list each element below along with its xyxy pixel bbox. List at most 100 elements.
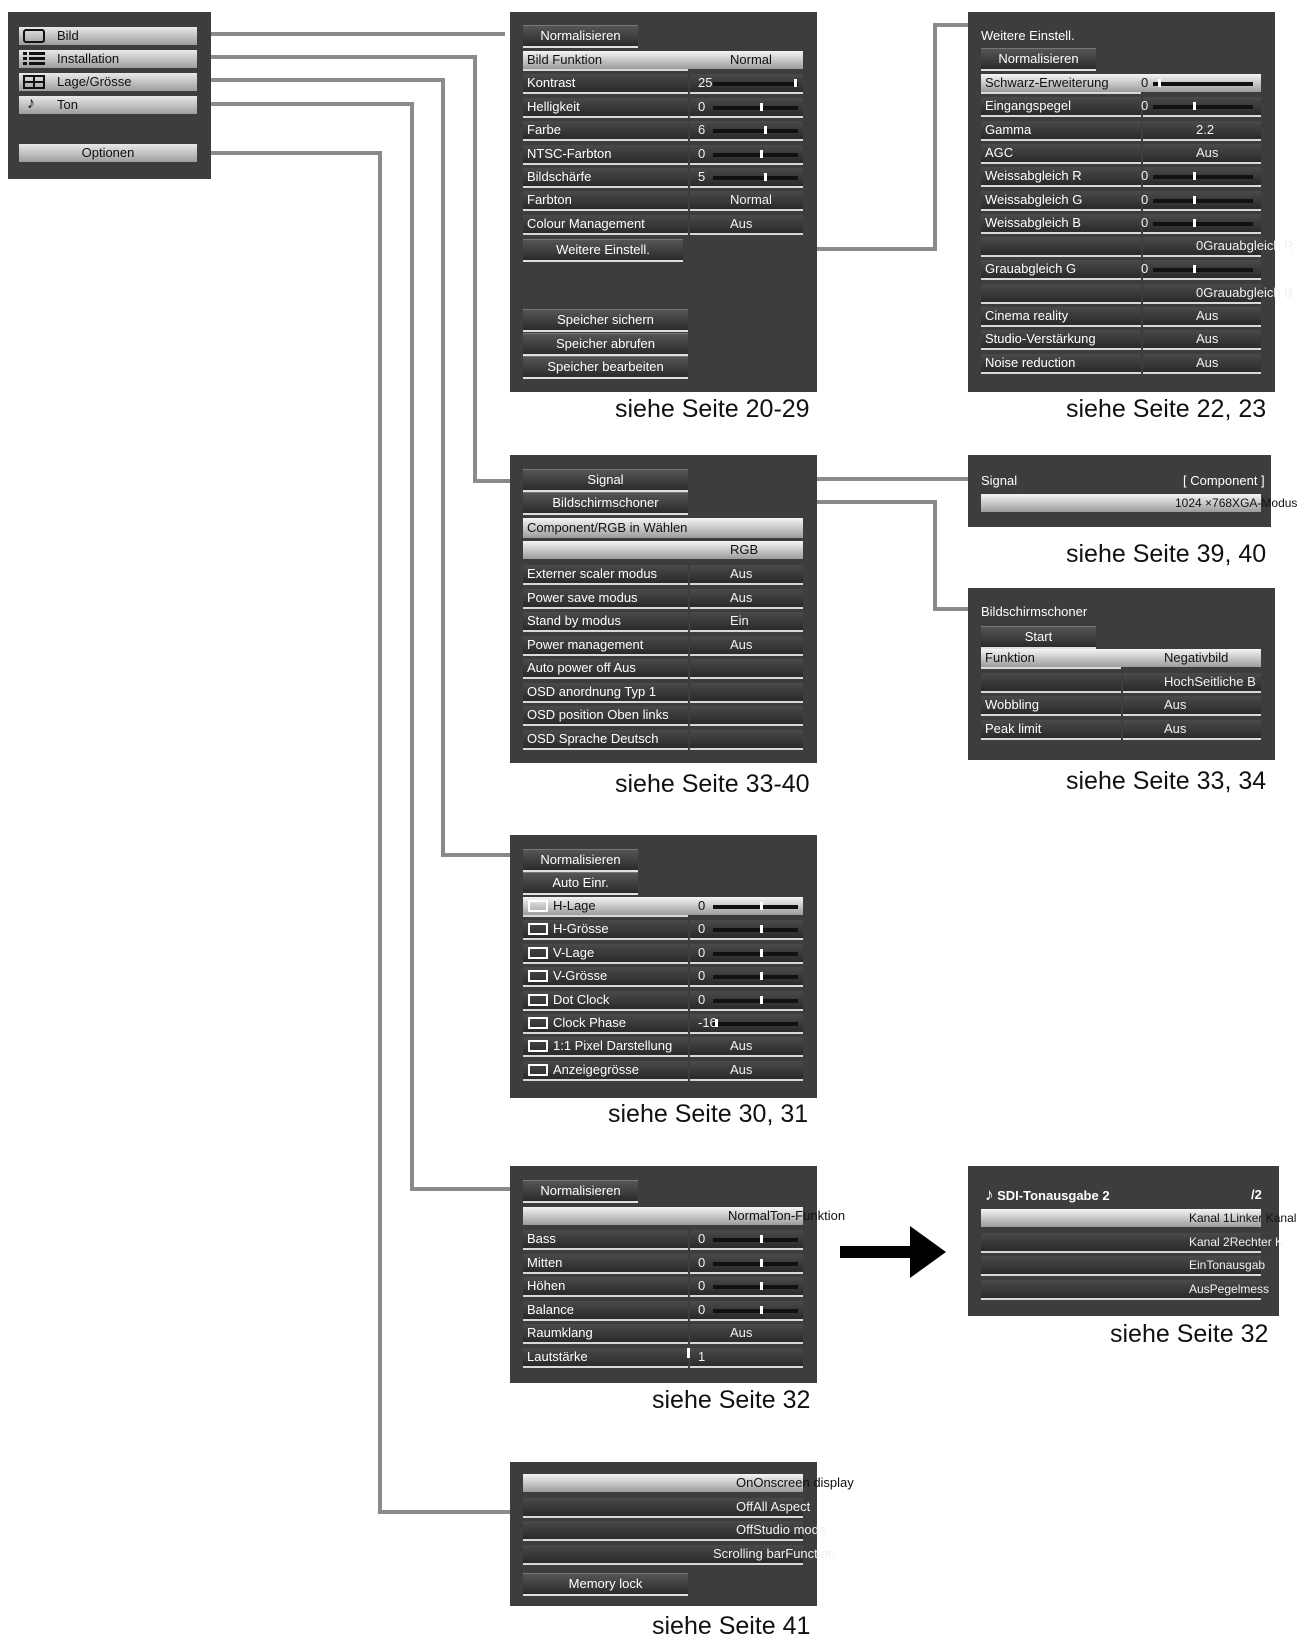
bild-slider[interactable] [713,176,798,180]
lage-slider[interactable] [713,1022,798,1026]
ton-slider-knob[interactable] [759,1258,763,1267]
lage-slider-knob[interactable] [759,925,763,934]
optionen-row[interactable]: OnOnscreen display [523,1474,854,1492]
lage-slider-knob[interactable] [759,972,763,981]
inst-row[interactable]: Auto power off Aus [523,659,803,679]
lage-slider-knob[interactable] [759,995,763,1004]
menu-item-lage-groesse[interactable]: Lage/Grösse [19,73,197,91]
bildschirmschoner-button[interactable]: Bildschirmschoner [523,492,688,515]
ton-slider-knob[interactable] [759,1235,763,1243]
ton-slider-knob[interactable] [759,1305,763,1314]
sdi-row[interactable]: EinTonausgab [981,1256,1265,1276]
bild-slider-knob[interactable] [764,126,767,135]
bild-slider[interactable] [713,129,798,134]
weitere-slider[interactable] [1153,198,1253,203]
lage-slider[interactable] [713,928,798,933]
weitere-slider-knob[interactable] [1193,265,1196,274]
ton-slider[interactable] [713,1308,798,1313]
weitere-slider-knob[interactable] [1193,102,1196,111]
start-button[interactable]: Start [981,626,1096,649]
lage-slider-knob[interactable] [714,1019,718,1027]
weitere-slider-knob[interactable] [1193,172,1196,181]
bild-slider-knob[interactable] [759,149,763,158]
ton-slider[interactable] [713,1261,798,1266]
auto-einr-button[interactable]: Auto Einr. [523,872,638,895]
weitere-einstell-button[interactable]: Weitere Einstell. [523,239,683,262]
lage-normalisieren-button[interactable]: Normalisieren [523,849,638,872]
weitere-slider-knob[interactable] [1193,195,1196,204]
inst-row[interactable]: OSD Sprache Deutsch [523,729,803,750]
signal-button[interactable]: Signal [523,469,688,492]
menu-item-optionen[interactable]: Optionen [19,144,197,162]
speicher-sichern-button[interactable]: Speicher sichern [523,309,688,332]
ton-volume-knob[interactable] [687,1348,690,1358]
optionen-row[interactable]: Scrolling barFunction [523,1544,835,1565]
menu-item-installation[interactable]: Installation [19,50,197,68]
lage-row[interactable]: Clock Phase-16 [523,1014,803,1034]
weitere-slider[interactable] [1153,82,1253,86]
inst-row[interactable]: OSD anordnung Typ 1 [523,682,803,703]
lage-slider[interactable] [713,975,798,980]
bild-slider-knob[interactable] [759,102,763,111]
sdi-row[interactable]: Kanal 2Rechter K [981,1232,1283,1253]
normalisieren-button[interactable]: Normalisieren [523,25,638,48]
weitere-normalisieren-button[interactable]: Normalisieren [981,48,1096,71]
weitere-slider[interactable] [1153,175,1253,180]
weitere-slider-knob[interactable] [1193,218,1196,227]
lage-slider-knob[interactable] [759,948,763,957]
schoner-row[interactable]: HochSeitliche B [981,672,1261,693]
weitere-slider[interactable] [1153,105,1253,110]
speicher-bearbeiten-button[interactable]: Speicher bearbeiten [523,356,688,379]
component-rgb-select[interactable]: RGB [523,541,803,559]
signal-value-row[interactable] [981,494,1261,512]
optionen-row[interactable]: OffStudio mode [523,1521,826,1541]
weitere-slider[interactable] [1153,221,1253,226]
menu-item-ton[interactable]: ♪ Ton [19,96,197,114]
lage-slider[interactable] [713,951,798,956]
optionen-row[interactable]: OffAll Aspect [523,1497,810,1518]
sdi-row[interactable]: Kanal 1Linker Kanal [981,1209,1296,1227]
lage-slider[interactable] [713,998,798,1003]
menu-item-bild[interactable]: Bild [19,27,197,45]
ton-normalisieren-button[interactable]: Normalisieren [523,1180,638,1203]
bild-slider[interactable] [713,105,798,110]
weitere-slider[interactable] [1153,268,1253,273]
ton-slider[interactable] [713,1238,798,1242]
sdi-row[interactable]: AusPegelmess [981,1279,1269,1300]
lage-slider[interactable] [713,905,798,909]
bild-slider[interactable] [713,152,798,157]
ton-slider-knob[interactable] [759,1282,763,1290]
speicher-abrufen-button[interactable]: Speicher abrufen [523,333,688,356]
